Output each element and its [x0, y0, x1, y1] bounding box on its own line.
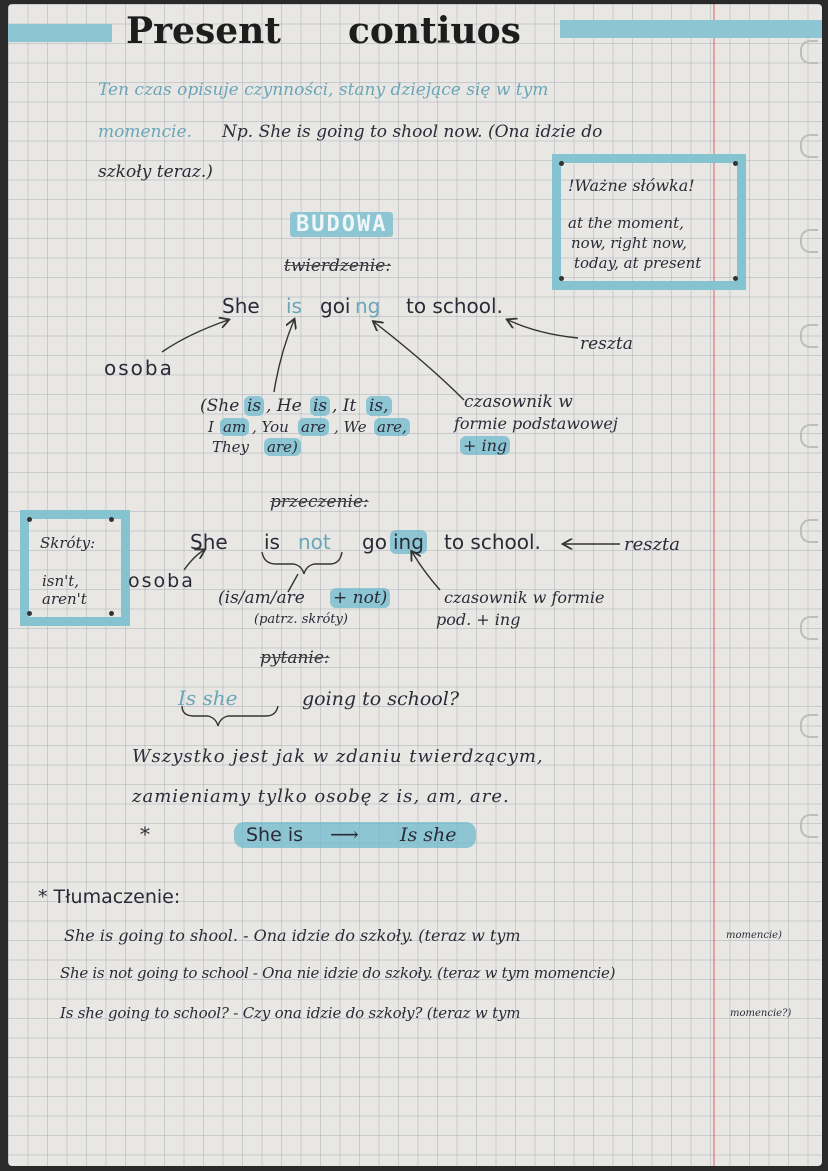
vocab-heading: !Ważne słówka! [568, 176, 695, 195]
aff-verb-line3: + ing [460, 436, 511, 455]
box-corner-dot [27, 611, 32, 616]
neg-verb-line2: pod. + ing [436, 610, 521, 629]
q-swap-arrow: ⟶ [330, 822, 359, 846]
box-corner-dot [733, 161, 738, 166]
translation-line1-end: momencie) [726, 930, 782, 941]
q-swap-to: Is she [400, 824, 457, 846]
aff-is: is [286, 294, 302, 318]
short-forms-box [20, 510, 130, 626]
binder-hole [800, 814, 818, 838]
negative-heading: przeczenie: [270, 492, 369, 512]
aff-forms-highlight: are) [264, 438, 301, 456]
binder-hole [800, 714, 818, 738]
neg-label-person: osoba [128, 570, 195, 592]
title-bar-left [8, 24, 112, 42]
box-corner-dot [109, 611, 114, 616]
translation-line3: Is she going to school? - Czy ona idzie … [60, 1004, 521, 1022]
aff-forms-highlight: is, [366, 396, 392, 416]
neg-not: not [298, 530, 331, 554]
intro-line2-blue: momencie. [98, 122, 192, 142]
translation-line3-end: momencie?) [730, 1008, 792, 1019]
aff-going-a: goi [320, 294, 351, 318]
aff-forms-highlight: is [310, 396, 331, 416]
aff-forms-highlight: is [244, 396, 265, 416]
box-corner-dot [733, 276, 738, 281]
short-line1: isn't, [42, 572, 80, 590]
neg-forms-note: (patrz. skróty) [254, 612, 348, 627]
aff-forms-text: , It [332, 396, 357, 416]
binder-hole [800, 40, 818, 64]
annotation-arrows [161, 4, 620, 727]
binder-hole [800, 229, 818, 253]
binder-hole [800, 424, 818, 448]
aff-verb-line2: formie podstawowej [454, 414, 618, 433]
page-title-word2: contiuos [348, 10, 521, 52]
aff-label-rest: reszta [580, 334, 633, 354]
page-title-word1: Present [126, 10, 281, 52]
neg-forms: (is/am/are [218, 588, 305, 608]
vocab-line3: today, at present [574, 254, 702, 272]
q-swap-from: She is [246, 824, 304, 846]
notebook-page: Present contiuos Ten czas opisuje czynno… [8, 4, 822, 1166]
intro-line1: Ten czas opisuje czynności, stany dzieją… [98, 80, 549, 100]
aff-rest: to school. [406, 294, 503, 318]
q-star: * [140, 822, 150, 846]
aff-forms-text: I [208, 418, 214, 436]
box-corner-dot [559, 276, 564, 281]
aff-going-b: ng [355, 294, 381, 318]
intro-line2: Np. She is going to shool now. (Ona idzi… [222, 122, 603, 142]
aff-forms-highlight: are, [374, 418, 410, 436]
binder-hole [800, 324, 818, 348]
title-bar-right [560, 20, 822, 38]
aff-label-person: osoba [104, 356, 174, 380]
neg-forms-not: + not) [330, 588, 391, 608]
intro-line3: szkoły teraz.) [98, 162, 213, 182]
q-note-line2: zamieniamy tylko osobę z is, am, are. [132, 786, 510, 807]
q-swap-highlight [234, 822, 476, 848]
q-is-she: Is she [178, 686, 238, 710]
binder-hole [800, 134, 818, 158]
box-corner-dot [559, 161, 564, 166]
aff-forms-text: , We [334, 418, 367, 436]
translation-line1: She is going to shool. - Ona idzie do sz… [64, 926, 521, 945]
neg-label-rest: reszta [624, 534, 680, 555]
binder-hole [800, 519, 818, 543]
vocab-box [552, 154, 746, 290]
neg-is: is [264, 530, 280, 554]
aff-forms-text: , He [266, 396, 302, 416]
aff-forms-highlight: am [220, 418, 250, 436]
neg-rest: to school. [444, 530, 541, 554]
section-label-budowa: BUDOWA [290, 212, 394, 237]
aff-forms-text: , You [252, 418, 289, 436]
short-heading: Skróty: [40, 534, 96, 552]
neg-going-a: go [362, 530, 387, 554]
vocab-line2: now, right now, [571, 234, 687, 252]
margin-line [713, 4, 715, 1166]
aff-forms-text: (She [200, 396, 240, 416]
translation-heading: * Tłumaczenie: [38, 886, 181, 908]
box-corner-dot [109, 517, 114, 522]
question-heading: pytanie: [260, 648, 330, 668]
vocab-line1: at the moment, [568, 214, 684, 232]
aff-she: She [222, 294, 260, 318]
aff-forms-text: They [212, 438, 250, 456]
aff-forms-highlight: are [298, 418, 329, 436]
translation-line2: She is not going to school - Ona nie idz… [60, 964, 616, 982]
affirmative-heading: twierdzenie: [284, 256, 392, 276]
binder-hole [800, 616, 818, 640]
aff-verb-line1: czasownik w [464, 392, 573, 412]
q-note-line1: Wszystko jest jak w zdaniu twierdzącym, [132, 746, 544, 767]
q-rest: going to school? [302, 688, 460, 710]
box-corner-dot [27, 517, 32, 522]
neg-verb-line1: czasownik w formie [444, 588, 605, 607]
short-line2: aren't [42, 590, 87, 608]
